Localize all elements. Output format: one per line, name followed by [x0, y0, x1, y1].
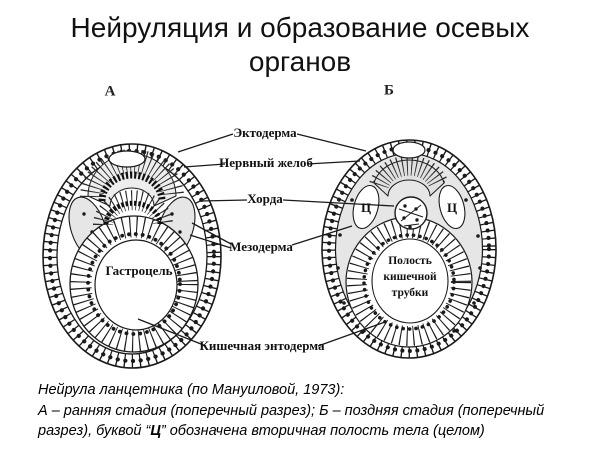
embryo-a-notochord	[93, 190, 173, 226]
coelom-letter-right: Ц	[446, 200, 458, 215]
leader-lines	[137, 133, 395, 347]
figure-caption: Нейрула ланцетника (по Мануиловой, 1973)…	[38, 380, 578, 442]
label-gut-endoderm: Кишечная энтодерма	[199, 338, 325, 353]
caption-line3: разрез), буквой “Ц” обозначена вторичная…	[38, 421, 578, 442]
embryo-b-neural-tube	[369, 141, 449, 197]
label-gut-cavity-line2: кишечной	[383, 271, 437, 283]
leader-ectoderm-right	[296, 133, 367, 152]
leader-mesoderm-left2	[189, 234, 232, 249]
caption-line1: Нейрула ланцетника (по Мануиловой, 1973)…	[38, 382, 345, 398]
slide-title: Нейруляция и образование осевых органов	[0, 11, 600, 79]
label-mesoderm: Мезодерма	[229, 239, 293, 254]
caption-line3-bold: Ц	[150, 423, 161, 439]
caption-line3-post: ” обозначена вторичная полость тела (цел…	[160, 423, 485, 439]
embryo-b-coelom-pockets	[352, 184, 466, 230]
panel-b-letter: Б	[384, 82, 394, 99]
leader-groove-right	[306, 160, 361, 165]
label-gut-cavity: Полость кишечной трубки	[383, 253, 436, 301]
embryo-a-endoderm-ring	[69, 215, 199, 353]
label-gut-cavity-line1: Полость	[388, 255, 432, 267]
coelom-letter-left: Ц	[360, 200, 372, 215]
embryo-b-diagram	[321, 139, 497, 359]
caption-line2: А – ранняя стадия (поперечный разрез); Б…	[38, 402, 545, 419]
leader-endoderm-right	[317, 321, 386, 347]
label-notochord: Хорда	[247, 191, 283, 206]
label-ectoderm: Эктодерма	[233, 125, 297, 140]
panel-a-letter: А	[104, 83, 116, 100]
label-neural-groove: Нервный желоб	[219, 155, 313, 170]
caption-line3-pre: разрез), буквой “	[38, 423, 151, 439]
slide-title-line2: органов	[248, 46, 352, 77]
leader-groove-left	[183, 163, 226, 168]
embryo-b-gut-ring	[345, 216, 473, 348]
leader-mesoderm-left1	[191, 222, 232, 245]
slide-title-line1: Нейруляция и образование осевых	[70, 12, 530, 43]
embryo-a-diagram	[42, 143, 222, 369]
embryo-b-notochord	[394, 196, 428, 230]
leader-mesoderm-right	[291, 225, 353, 246]
leader-ectoderm-left	[177, 133, 234, 153]
embryo-a-neural-plate	[80, 149, 184, 207]
label-gut-cavity-line3: трубки	[391, 287, 429, 299]
leader-chorda-right	[282, 199, 395, 207]
label-gastrocoel: Гастроцель	[105, 263, 173, 278]
leader-chorda-left	[200, 199, 248, 202]
leader-endoderm-left	[137, 318, 207, 347]
embryo-a-neural-groove-lumen	[108, 150, 146, 168]
